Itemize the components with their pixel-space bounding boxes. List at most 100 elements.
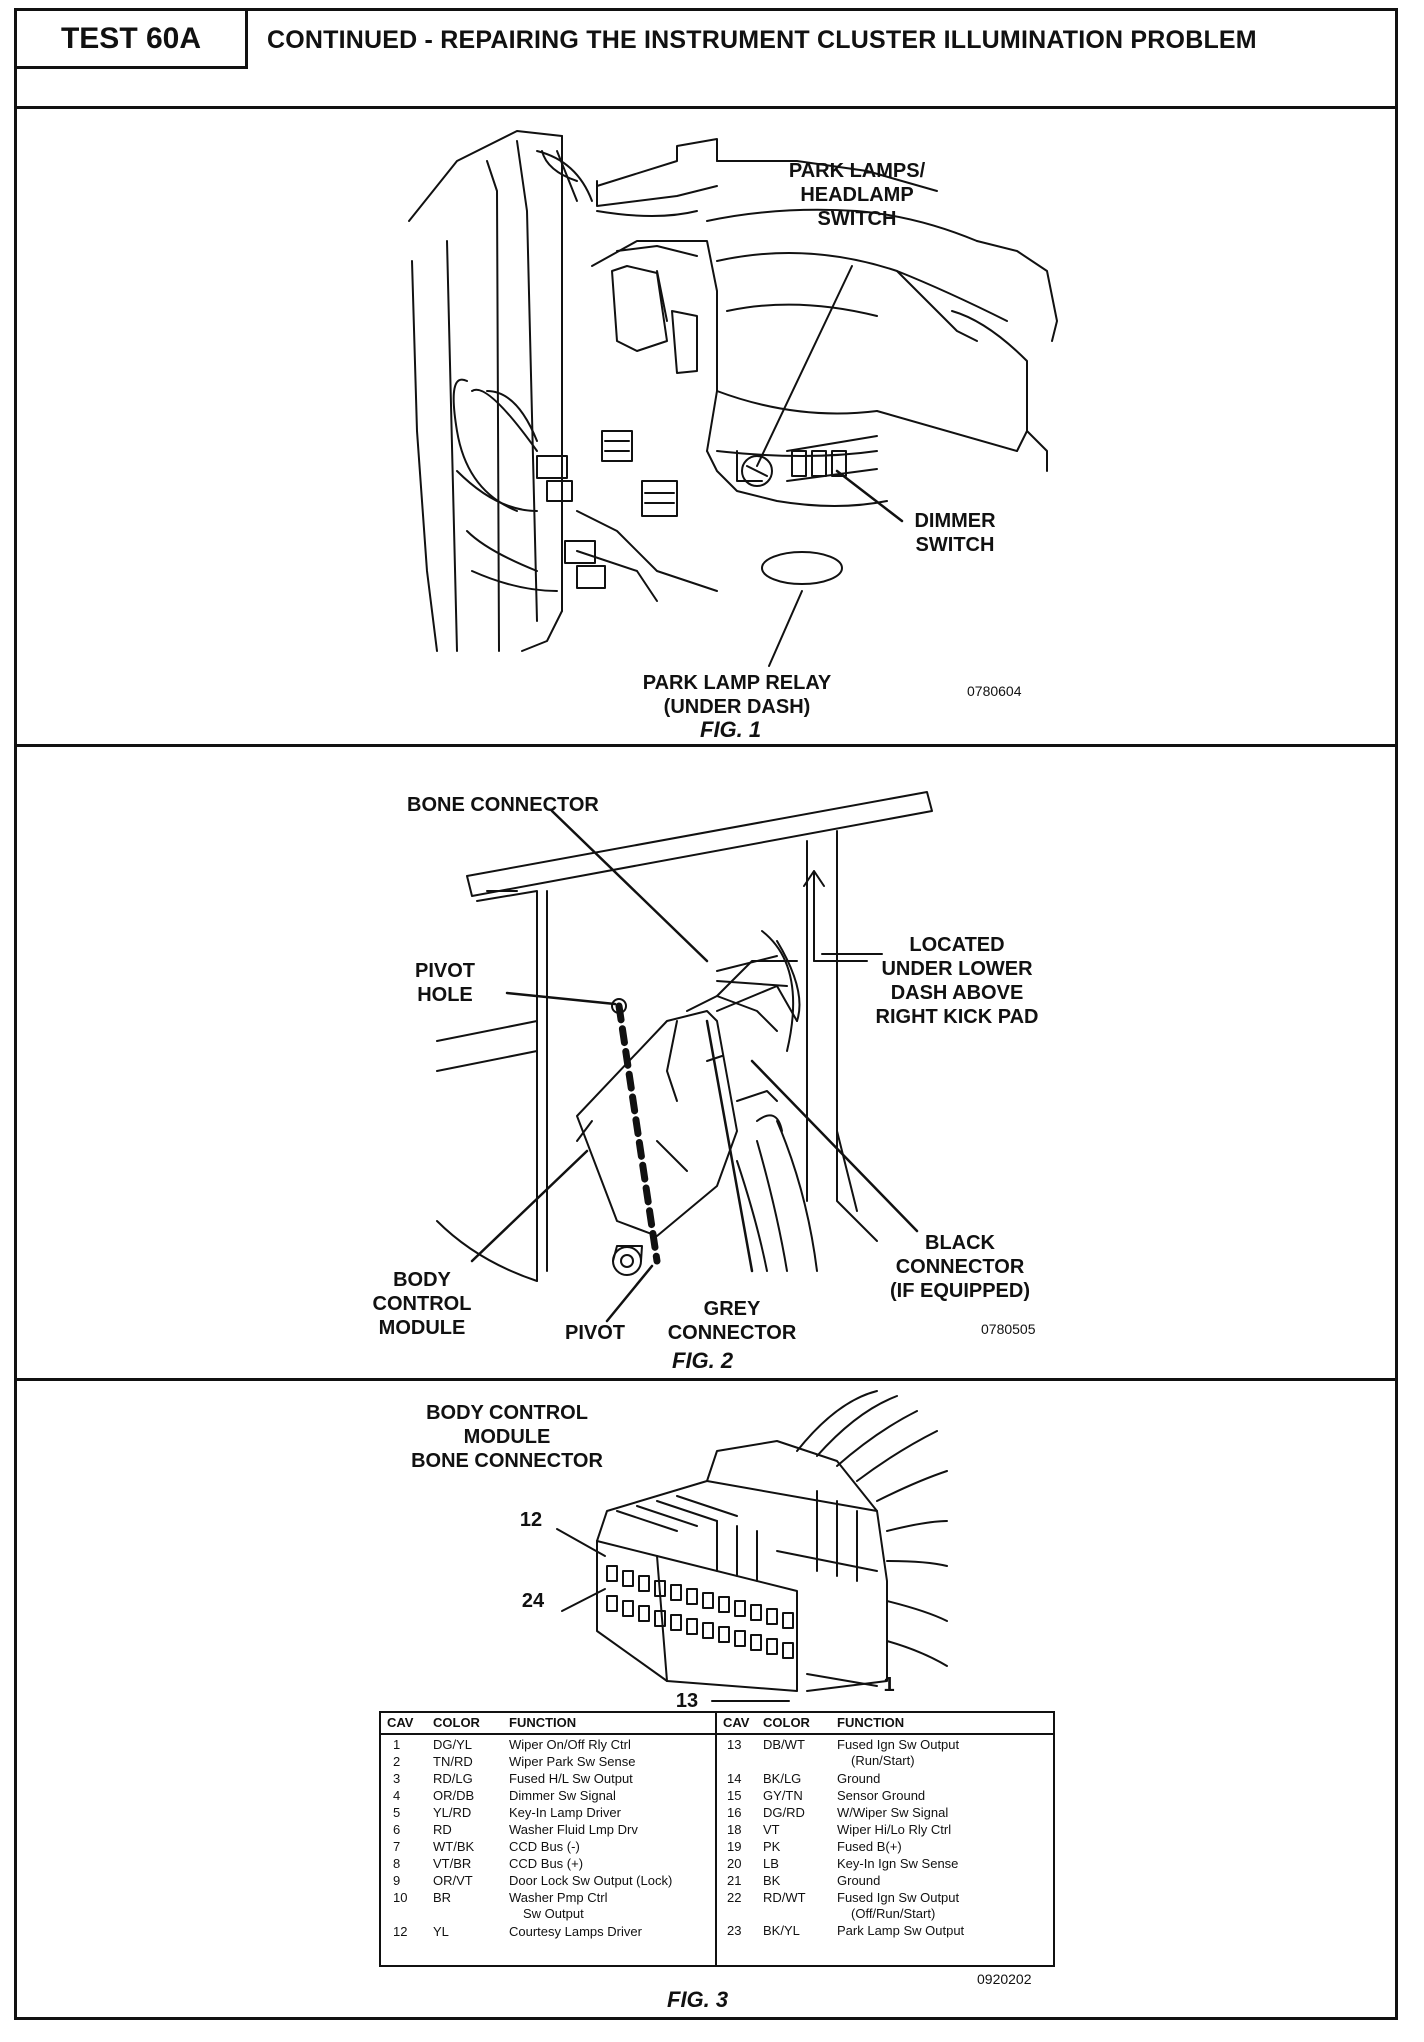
cell-color: RD xyxy=(433,1822,452,1837)
cell-cav: 19 xyxy=(727,1838,742,1854)
cell-color: OR/DB xyxy=(433,1788,475,1803)
cell-function: Washer Pmp Ctrl xyxy=(509,1890,608,1905)
cell-function-cont: Sw Output xyxy=(523,1906,584,1921)
pin-label-1: 1 xyxy=(883,1674,895,1696)
header-function: FUNCTION xyxy=(837,1715,905,1730)
cell-cav: 6 xyxy=(393,1822,401,1837)
cell-cav: 1 xyxy=(393,1737,401,1752)
cell-function: Washer Fluid Lmp Drv xyxy=(509,1822,638,1837)
cell-cav: 21 xyxy=(727,1872,742,1888)
cell-function: Key-In Lamp Driver xyxy=(509,1805,621,1820)
table-row: 16 DG/RD W/Wiper Sw Signal xyxy=(717,1803,1055,1820)
page-title: CONTINUED - REPAIRING THE INSTRUMENT CLU… xyxy=(267,25,1257,54)
label-park-lamps-switch: PARK LAMPS/ HEADLAMP SWITCH xyxy=(788,160,926,230)
cell-cav: 5 xyxy=(393,1805,401,1820)
cell-color: DG/YL xyxy=(433,1737,473,1752)
fig2-caption: FIG. 2 xyxy=(672,1348,734,1373)
cell-color: BK xyxy=(763,1872,781,1888)
cell-cav: 12 xyxy=(393,1923,408,1939)
pin-label-24: 24 xyxy=(521,1590,545,1612)
cell-function: Dimmer Sw Signal xyxy=(509,1788,616,1803)
table-row: 5 YL/RD Key-In Lamp Driver xyxy=(381,1803,715,1820)
cell-cav: 13 xyxy=(727,1737,742,1752)
cell-cav: 20 xyxy=(727,1855,742,1871)
cell-function: Wiper On/Off Rly Ctrl xyxy=(509,1737,631,1752)
cell-cav: 7 xyxy=(393,1839,401,1854)
cell-function: Fused Ign Sw Output xyxy=(837,1737,960,1752)
cell-color: OR/VT xyxy=(433,1873,473,1888)
cell-color: GY/TN xyxy=(763,1787,803,1803)
cell-color: YL/RD xyxy=(433,1805,472,1820)
table-row: 12 YL Courtesy Lamps Driver xyxy=(381,1922,715,1939)
cell-function: Fused Ign Sw Output xyxy=(837,1889,960,1905)
label-bone-connector: BONE CONNECTOR xyxy=(407,794,599,816)
cell-cav: 14 xyxy=(727,1770,742,1786)
cell-function: W/Wiper Sw Signal xyxy=(837,1804,949,1820)
cell-cav: 9 xyxy=(393,1873,401,1888)
cell-cav: 10 xyxy=(393,1890,408,1905)
cell-function: Wiper Park Sw Sense xyxy=(509,1754,636,1769)
diagram-lines xyxy=(408,130,1058,1702)
fig2-code: 0780505 xyxy=(981,1321,1036,1337)
label-pivot: PIVOT xyxy=(564,1322,625,1344)
fig1-illustration xyxy=(408,130,1058,667)
header-function: FUNCTION xyxy=(509,1715,577,1730)
table-row: 4 OR/DB Dimmer Sw Signal xyxy=(381,1786,715,1803)
header-cav: CAV xyxy=(723,1715,750,1730)
cell-color: RD/LG xyxy=(433,1771,473,1786)
cell-color: LB xyxy=(763,1855,779,1871)
cell-function: Ground xyxy=(837,1872,881,1888)
fig3-title: BODY CONTROL MODULE BONE CONNECTOR xyxy=(411,1402,603,1472)
cell-function: Door Lock Sw Output (Lock) xyxy=(509,1873,673,1888)
cell-function: Fused B(+) xyxy=(837,1838,902,1854)
cell-function: Wiper Hi/Lo Rly Ctrl xyxy=(837,1821,952,1837)
cell-function: CCD Bus (+) xyxy=(509,1856,584,1871)
label-body-control-module: BODY CONTROL MODULE xyxy=(372,1269,472,1339)
cell-cav: 16 xyxy=(727,1804,742,1820)
fig2-divider xyxy=(17,1378,1395,1381)
cell-color: VT xyxy=(763,1821,780,1837)
label-park-lamp-relay: PARK LAMP RELAY (UNDER DASH) xyxy=(642,672,832,718)
cell-function-cont: (Run/Start) xyxy=(851,1753,915,1768)
cell-color: VT/BR xyxy=(433,1856,472,1871)
label-dimmer-switch: DIMMER SWITCH xyxy=(914,510,996,556)
cell-cav: 8 xyxy=(393,1856,401,1871)
table-header: CAV COLOR FUNCTION xyxy=(381,1713,715,1735)
cell-function: Fused H/L Sw Output xyxy=(509,1771,633,1786)
pin-label-12: 12 xyxy=(519,1509,543,1531)
cell-color: YL xyxy=(433,1923,449,1939)
table-row: 9 OR/VT Door Lock Sw Output (Lock) xyxy=(381,1871,715,1888)
header-cav: CAV xyxy=(387,1715,414,1730)
label-black-connector: BLACK CONNECTOR (IF EQUIPPED) xyxy=(889,1232,1030,1302)
cell-function: Courtesy Lamps Driver xyxy=(509,1923,642,1939)
cell-color: WT/BK xyxy=(433,1839,475,1854)
cell-cav: 4 xyxy=(393,1788,401,1803)
fig3-illustration xyxy=(556,1390,948,1702)
page-frame: TEST 60A CONTINUED - REPAIRING THE INSTR… xyxy=(14,8,1398,2020)
cell-color: BK/LG xyxy=(763,1770,802,1786)
pin-label-13: 13 xyxy=(675,1690,699,1712)
cell-cav: 3 xyxy=(393,1771,401,1786)
cell-cav: 2 xyxy=(393,1754,401,1769)
fig1-caption: FIG. 1 xyxy=(700,717,762,742)
cell-cav: 23 xyxy=(727,1923,742,1938)
fig1-code: 0780604 xyxy=(967,683,1022,699)
label-located: LOCATED UNDER LOWER DASH ABOVE RIGHT KIC… xyxy=(875,934,1039,1028)
fig2-illustration xyxy=(436,791,933,1323)
cell-color: RD/WT xyxy=(763,1889,806,1905)
cell-color: DG/RD xyxy=(763,1804,805,1820)
cell-cav: 15 xyxy=(727,1787,742,1803)
header-color: COLOR xyxy=(763,1715,810,1730)
fig1-divider xyxy=(17,744,1395,747)
header-color: COLOR xyxy=(433,1715,480,1730)
